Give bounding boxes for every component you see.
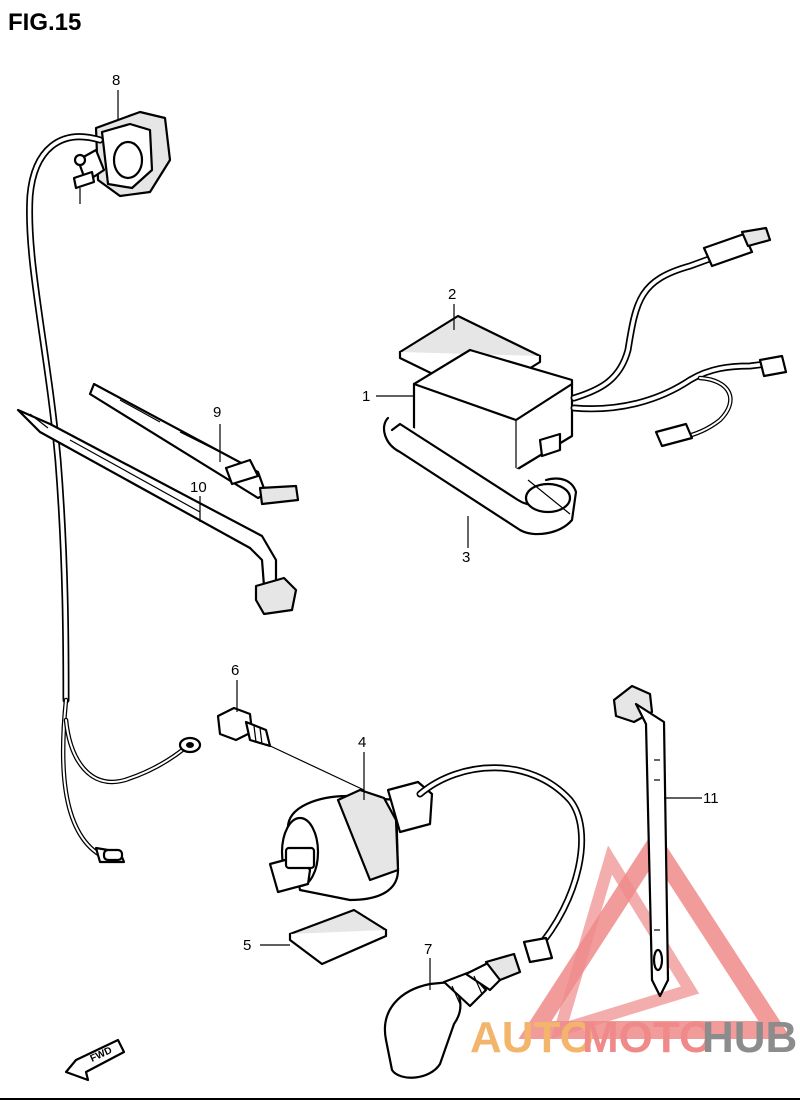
- part-11-clamp: [612, 684, 670, 998]
- watermark-part-auto: AUTO: [470, 1013, 594, 1062]
- watermark-text: AUTO MOTO HUB: [470, 1013, 797, 1062]
- part-10-clamp: [16, 408, 298, 616]
- part-3-band: [382, 416, 578, 536]
- callout-10: 10: [190, 479, 207, 496]
- part-4-ignition-coil: [268, 764, 586, 964]
- part-6-bolt: [216, 706, 272, 748]
- part-1-cdi-unit: [412, 348, 574, 484]
- callouts: 8 2 1 9 10 3 6 4 11 5 7: [112, 72, 719, 958]
- callout-3: 3: [462, 549, 470, 566]
- leader-lines: [117, 90, 702, 990]
- callout-9: 9: [213, 404, 221, 421]
- part-9-cable-tie: [88, 382, 300, 506]
- callout-11: 11: [703, 790, 719, 807]
- callout-2: 2: [448, 286, 456, 303]
- callout-5: 5: [243, 937, 251, 954]
- callout-7: 7: [424, 941, 432, 958]
- part-7-plug-cap: [383, 952, 522, 1079]
- callout-8: 8: [112, 72, 120, 89]
- callout-6: 6: [231, 662, 239, 679]
- callout-4: 4: [358, 734, 366, 751]
- figure-title: FIG.15: [8, 9, 81, 36]
- fwd-direction-arrow: FWD: [64, 1038, 126, 1082]
- watermark-part-moto: MOTO: [582, 1013, 713, 1062]
- part-8-pickup-coil: [26, 110, 202, 864]
- callout-1: 1: [362, 388, 370, 405]
- watermark-part-hub: HUB: [702, 1013, 797, 1062]
- part-5-pad: [288, 908, 388, 966]
- cdi-wire-harness: [570, 226, 788, 448]
